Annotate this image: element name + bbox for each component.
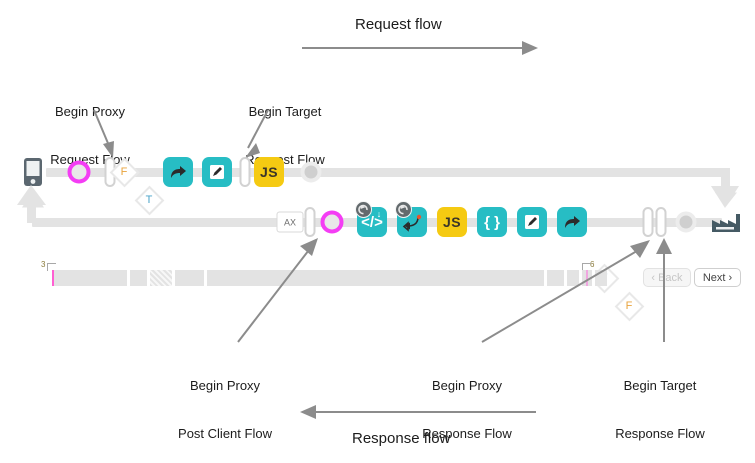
timeline-divider xyxy=(544,270,547,286)
share-arrow-icon xyxy=(170,165,187,180)
javascript-policy-label: JS xyxy=(442,214,462,230)
request-end-node[interactable] xyxy=(300,161,322,183)
annotation-line1: Begin Proxy xyxy=(54,104,126,119)
braces-icon: { } xyxy=(484,213,500,231)
target-response-flow-bar[interactable] xyxy=(655,207,667,237)
pencil-icon xyxy=(209,164,225,180)
backend-target-pointer xyxy=(715,192,737,208)
down-arrow-icon: ↓ xyxy=(376,209,382,219)
timeline-tick-right-bracket xyxy=(582,263,591,271)
timeline-divider xyxy=(579,270,582,286)
share-arrow-icon xyxy=(564,215,581,230)
response-track-elbow xyxy=(27,203,36,223)
code-icon: </> xyxy=(361,213,383,231)
analytics-node-label: AX xyxy=(283,217,296,227)
condition-f-diamond[interactable]: F xyxy=(614,291,644,321)
annotation-line1: Begin Target xyxy=(623,378,697,393)
retry-icon[interactable] xyxy=(355,201,372,218)
annotation-line2: Response Flow xyxy=(615,426,705,441)
assign-message-policy[interactable] xyxy=(557,207,587,237)
annotation-arrow-begin-proxy-post-client xyxy=(237,238,318,343)
timeline-divider xyxy=(592,270,595,286)
xml-policy[interactable]: </> ↓ xyxy=(357,207,387,237)
next-button-label: Next xyxy=(702,271,726,284)
edit-policy[interactable] xyxy=(517,207,547,237)
assign-message-policy[interactable] xyxy=(163,157,193,187)
pencil-icon xyxy=(524,214,540,230)
response-end-node[interactable] xyxy=(675,211,697,233)
timeline-marker-left xyxy=(52,270,54,286)
annotation-arrow-begin-proxy-request xyxy=(93,109,114,158)
request-track-elbow xyxy=(721,168,730,190)
annotation-line2: Post Client Flow xyxy=(178,426,272,441)
timeline-scrubber[interactable] xyxy=(52,270,607,286)
condition-t-diamond[interactable]: T xyxy=(134,185,164,215)
analytics-node[interactable]: AX xyxy=(276,211,304,233)
client-device-icon xyxy=(23,157,43,187)
diamond-label: F xyxy=(120,165,128,178)
annotation-line1: Begin Proxy xyxy=(189,378,261,393)
timeline-tick-left-bracket xyxy=(47,263,56,271)
return-arrow-icon xyxy=(402,214,421,232)
next-chevron-icon: › xyxy=(728,271,733,284)
backend-target-icon xyxy=(711,211,741,233)
response-flow-title: Response flow xyxy=(352,430,451,447)
annotation-line1: Begin Target xyxy=(248,104,322,119)
next-button[interactable]: Next › xyxy=(694,268,741,287)
retry-icon[interactable] xyxy=(395,201,412,218)
request-flow-arrow xyxy=(302,41,538,55)
proxy-response-flow-bar[interactable] xyxy=(642,207,654,237)
timeline-divider xyxy=(564,270,567,286)
annotation-begin-proxy-request-flow: Begin Proxy Request Flow xyxy=(30,72,150,184)
javascript-policy[interactable]: JS xyxy=(254,157,284,187)
json-policy[interactable]: { } xyxy=(477,207,507,237)
post-client-flow-bar[interactable] xyxy=(304,207,316,237)
timeline-divider xyxy=(172,270,175,286)
condition-f-diamond[interactable]: F xyxy=(109,157,139,187)
timeline-marker-right xyxy=(586,270,588,286)
response-start-marker[interactable] xyxy=(320,210,344,234)
annotation-arrow-begin-proxy-response xyxy=(481,240,650,343)
javascript-policy[interactable]: JS xyxy=(437,207,467,237)
annotation-arrow-begin-target-response xyxy=(656,238,672,342)
annotation-line2: Response Flow xyxy=(422,426,512,441)
annotation-line1: Begin Proxy xyxy=(431,378,503,393)
annotation-begin-target-response-flow: Begin Target Response Flow xyxy=(595,346,725,458)
diamond-label: F xyxy=(625,299,633,312)
timeline-divider xyxy=(127,270,130,286)
target-request-flow-bar[interactable] xyxy=(239,157,251,187)
timeline-tick-left-label: 3 xyxy=(41,260,46,269)
response-track-arrowhead xyxy=(17,185,46,205)
timeline-divider xyxy=(204,270,207,286)
javascript-policy-label: JS xyxy=(259,164,279,180)
request-start-marker[interactable] xyxy=(67,160,91,184)
request-track xyxy=(46,168,730,177)
diamond-label: T xyxy=(145,193,153,206)
timeline-divider xyxy=(147,270,150,286)
response-flow-arrow xyxy=(300,405,536,419)
timeline-tick-right-label: 6 xyxy=(590,260,595,269)
back-chevron-icon: ‹ xyxy=(651,271,656,284)
timeline-hatched-segment xyxy=(150,270,172,286)
edit-policy[interactable] xyxy=(202,157,232,187)
request-flow-title: Request flow xyxy=(355,16,442,33)
annotation-begin-proxy-response-flow: Begin Proxy Response Flow xyxy=(402,346,532,458)
annotation-arrow-begin-target-request xyxy=(245,109,269,158)
annotation-begin-proxy-post-client-flow: Begin Proxy Post Client Flow xyxy=(160,346,290,458)
